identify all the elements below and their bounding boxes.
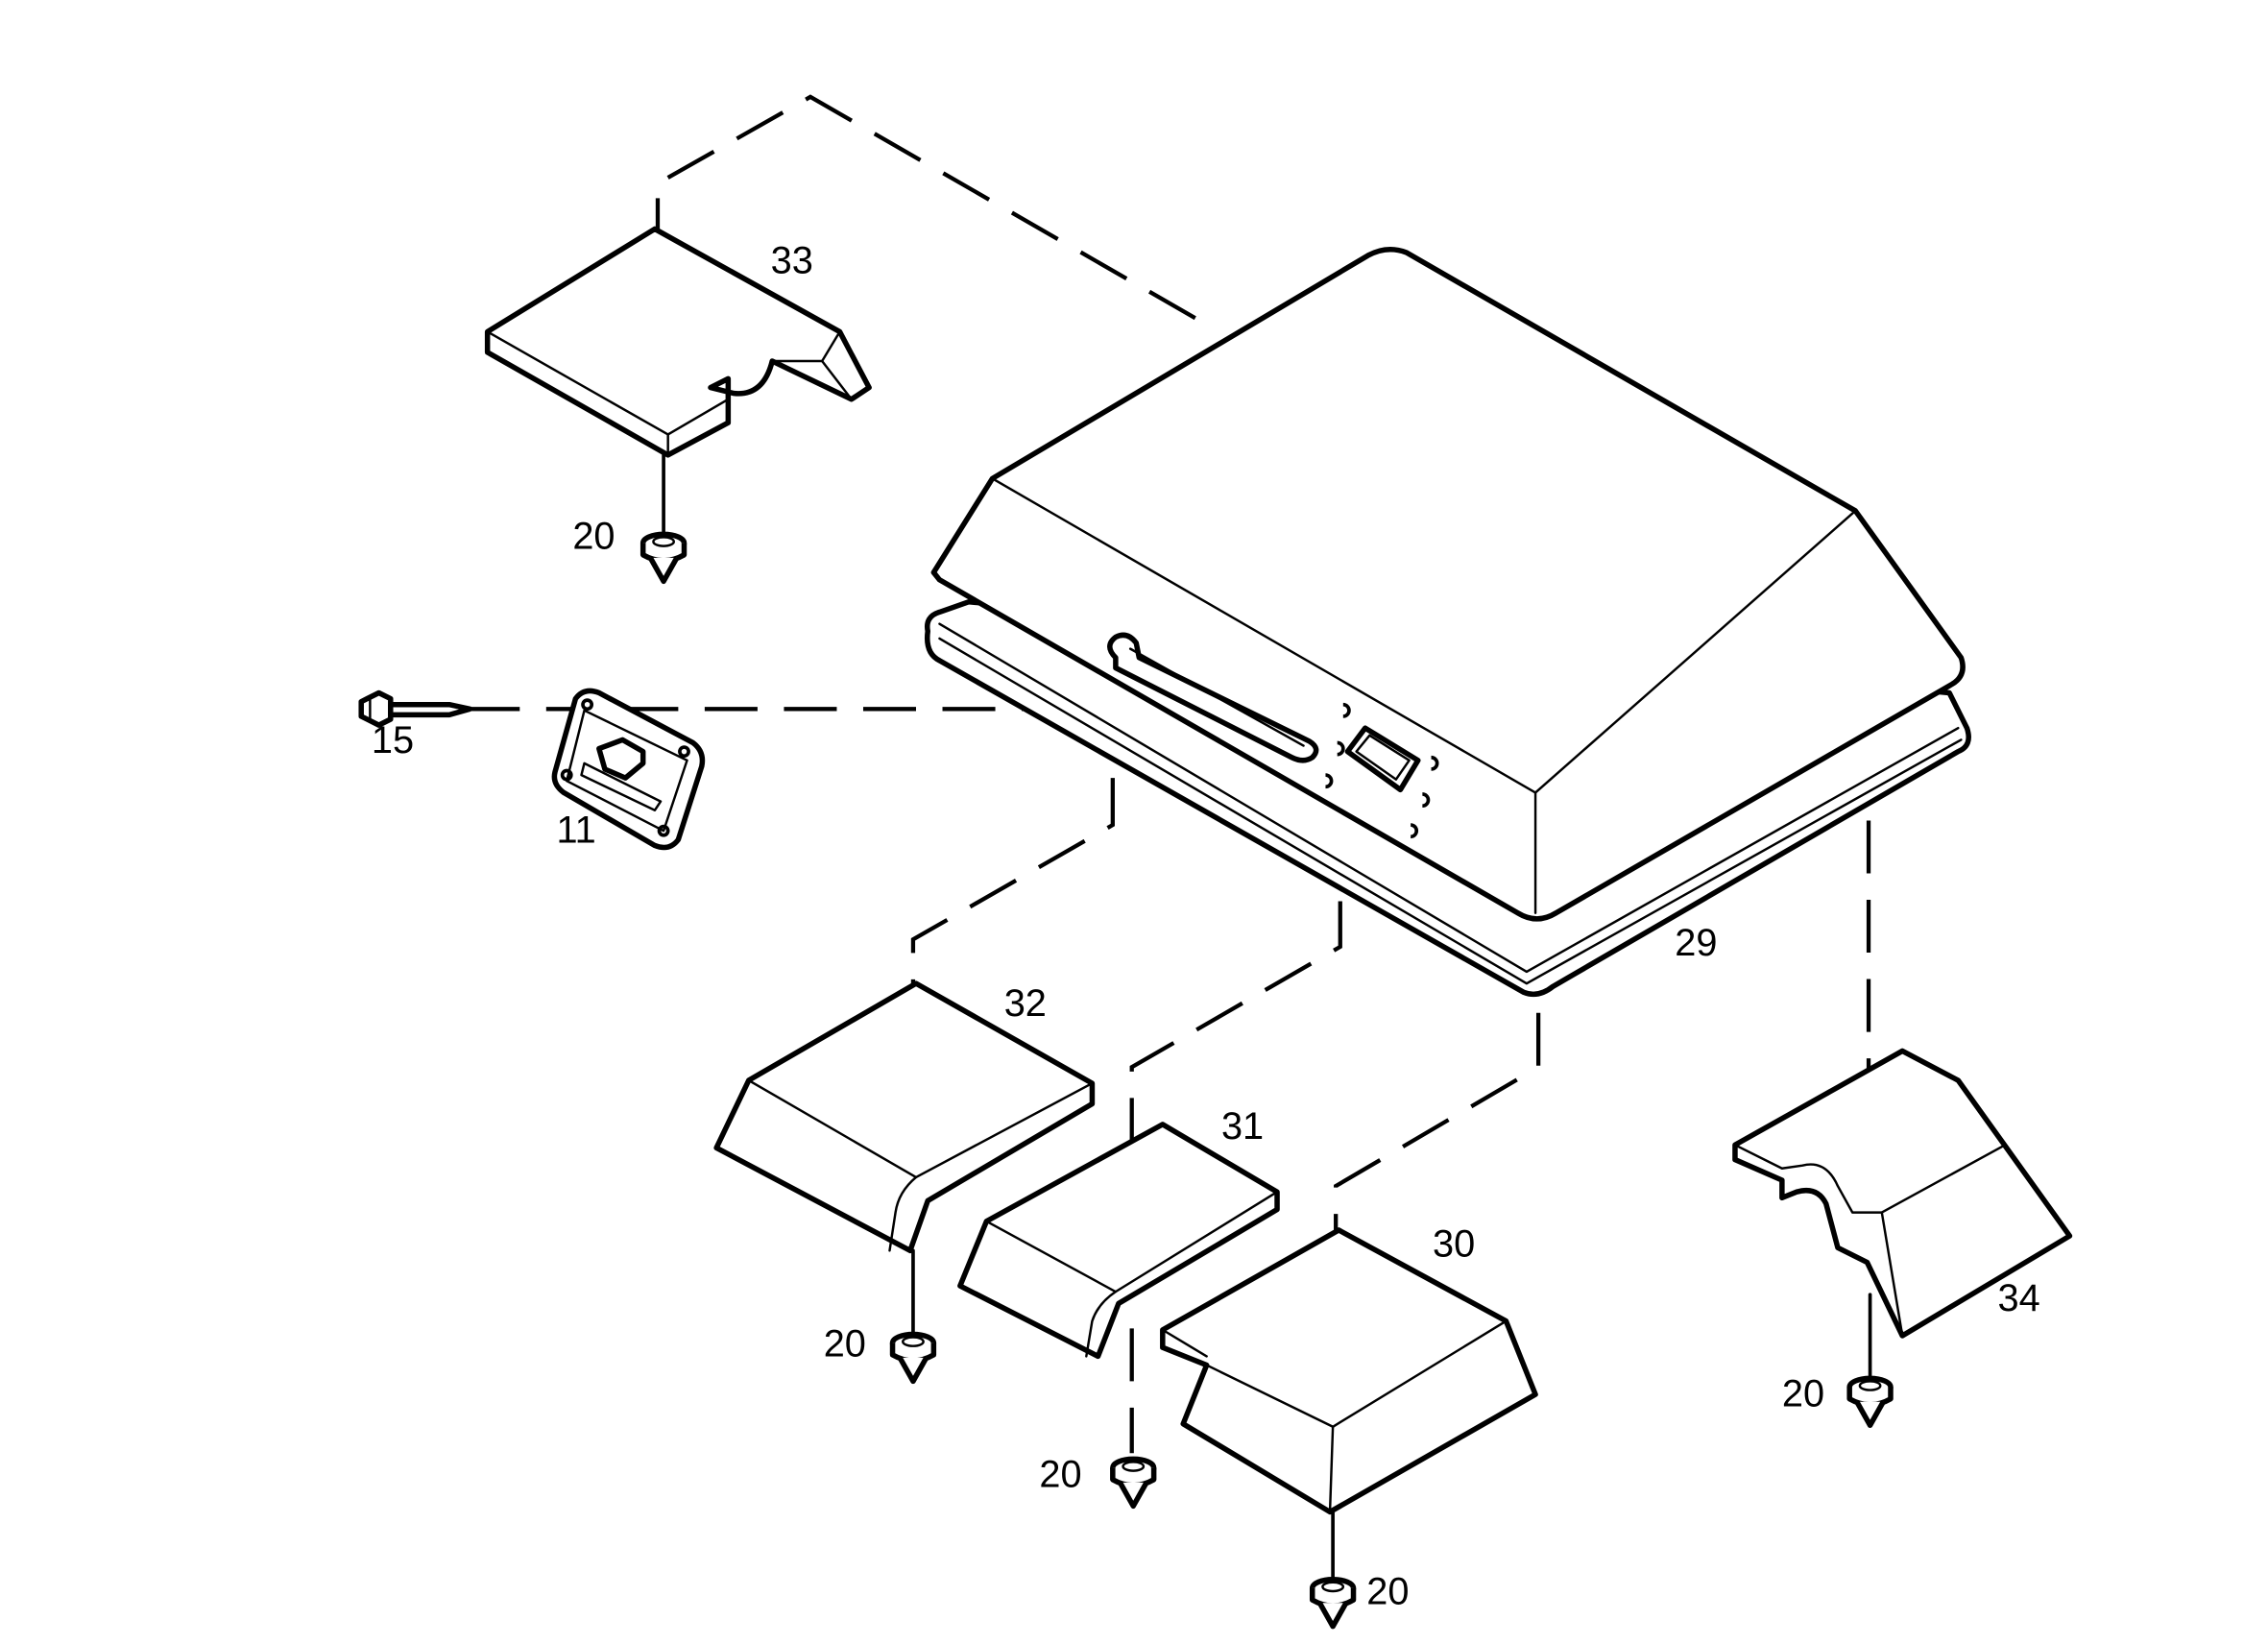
fastener-icon bbox=[1113, 1459, 1154, 1506]
cover-lid bbox=[930, 247, 1966, 922]
fasteners-20 bbox=[643, 453, 1891, 1627]
part-32-pad bbox=[713, 980, 1096, 1254]
part-labels: 33 20 15 11 32 29 31 30 34 20 20 20 20 bbox=[372, 239, 2040, 1612]
label-20: 20 bbox=[572, 516, 615, 558]
fastener-icon bbox=[1849, 1378, 1891, 1425]
fastener-icon bbox=[893, 1334, 934, 1381]
part-33-pad bbox=[484, 226, 872, 458]
label-29: 29 bbox=[1675, 922, 1717, 964]
part-31-pad bbox=[957, 1122, 1280, 1360]
label-20: 20 bbox=[1782, 1372, 1824, 1414]
label-15: 15 bbox=[372, 719, 414, 762]
part-11-latch-plate bbox=[551, 688, 706, 851]
part-34-pad bbox=[1732, 1048, 2073, 1339]
label-20: 20 bbox=[1039, 1453, 1081, 1495]
fastener-icon bbox=[643, 534, 685, 581]
label-11: 11 bbox=[557, 809, 596, 851]
fastener-icon bbox=[1313, 1580, 1354, 1627]
part-29-cover bbox=[925, 247, 1971, 998]
label-33: 33 bbox=[771, 239, 813, 281]
label-30: 30 bbox=[1433, 1222, 1475, 1265]
label-20: 20 bbox=[1366, 1571, 1409, 1613]
part-15-screw bbox=[358, 689, 473, 728]
label-32: 32 bbox=[1004, 982, 1047, 1025]
label-20: 20 bbox=[824, 1322, 866, 1365]
label-31: 31 bbox=[1221, 1105, 1264, 1148]
part-30-pad bbox=[1160, 1227, 1538, 1515]
cover-handle bbox=[1107, 632, 1319, 763]
label-34: 34 bbox=[1998, 1277, 2040, 1319]
cover-bolt-holes bbox=[1325, 702, 1439, 839]
